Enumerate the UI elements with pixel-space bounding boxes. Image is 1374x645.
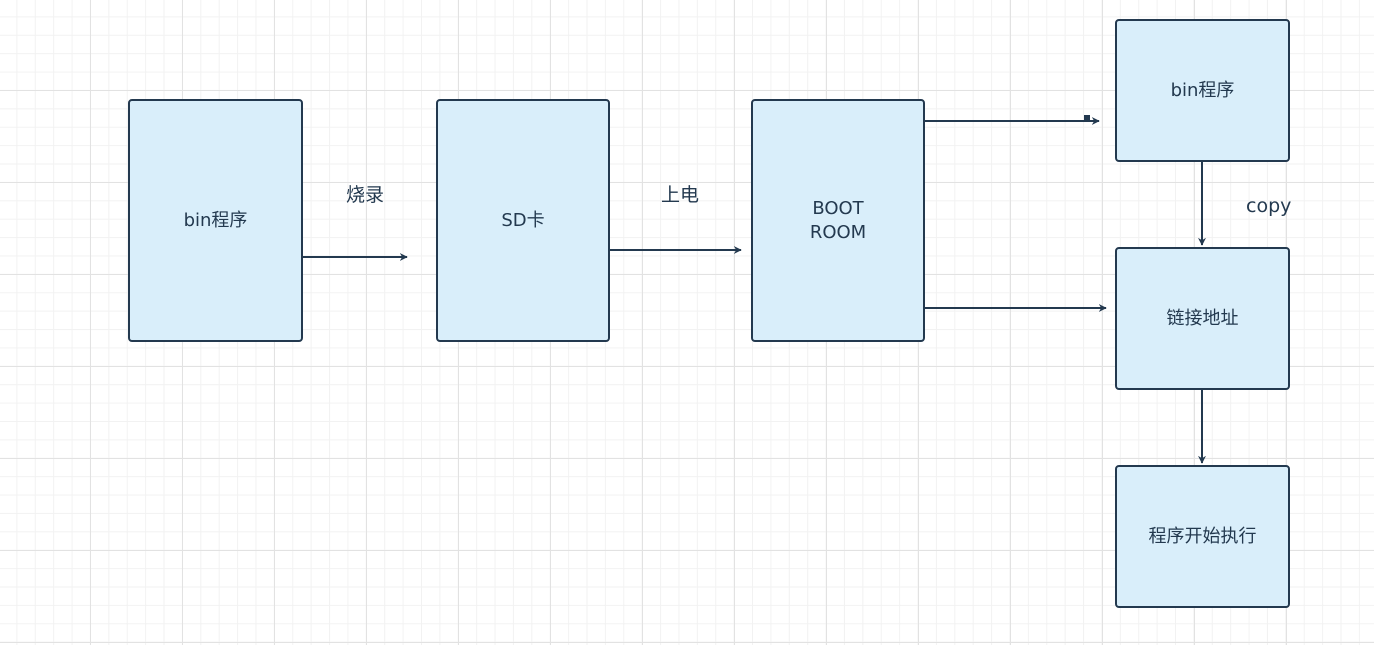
node-bin-program-left[interactable]: bin程序 [128,99,303,342]
node-bin-program-right[interactable]: bin程序 [1115,19,1290,162]
edge-label-burn: 烧录 [346,184,385,206]
edge-waypoint-marker [1084,115,1090,121]
node-sd-card[interactable]: SD卡 [436,99,610,342]
edge-label-copy: copy [1246,195,1292,217]
node-boot-room[interactable]: BOOT ROOM [751,99,925,342]
node-link-address[interactable]: 链接地址 [1115,247,1290,390]
node-program-start[interactable]: 程序开始执行 [1115,465,1290,608]
edge-label-power-on: 上电 [661,184,700,206]
